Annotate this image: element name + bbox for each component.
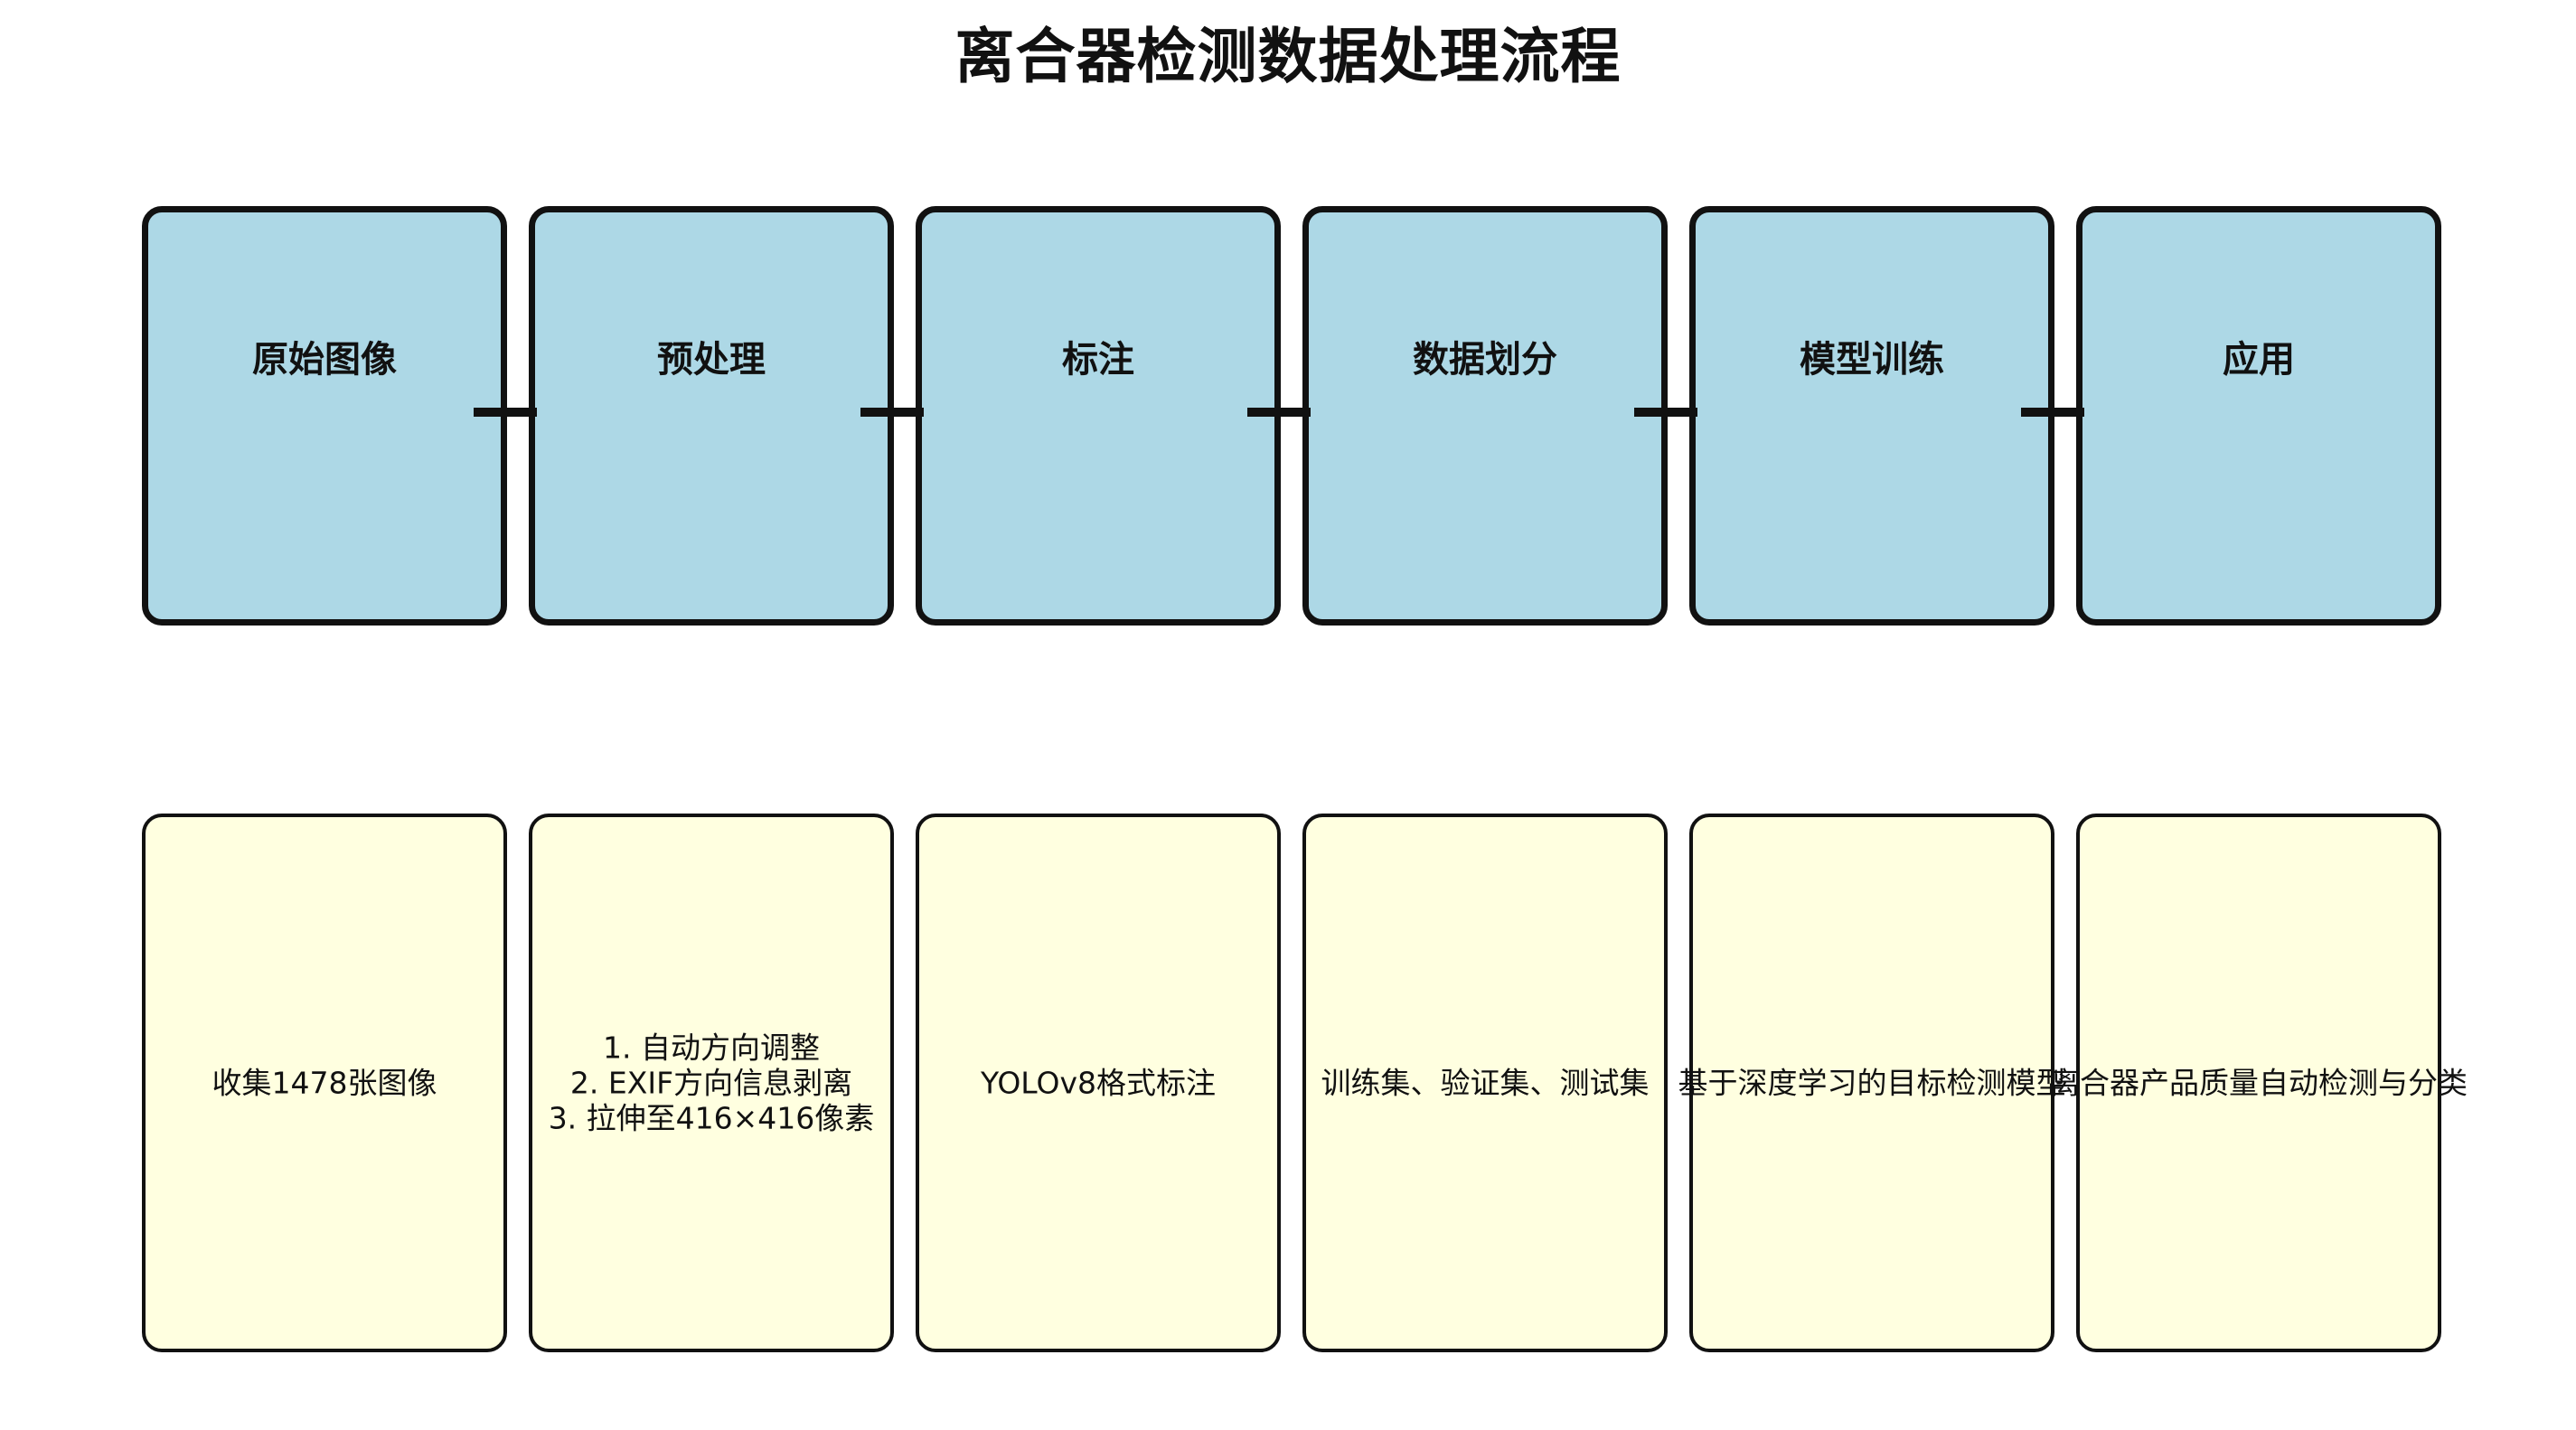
step-box-application: 应用	[2076, 206, 2441, 626]
step-box-preprocessing: 预处理	[529, 206, 894, 626]
detail-box-data-split: 训练集、验证集、测试集	[1302, 814, 1668, 1352]
connector-line-3	[1247, 408, 1311, 417]
detail-box-preprocessing: 1. 自动方向调整 2. EXIF方向信息剥离 3. 拉伸至416×416像素	[529, 814, 894, 1352]
connector-line-1	[474, 408, 537, 417]
connector-line-5	[2021, 408, 2084, 417]
step-label: 标注	[1062, 339, 1134, 381]
detail-text: 训练集、验证集、测试集	[1321, 1065, 1650, 1101]
step-box-model-training: 模型训练	[1689, 206, 2054, 626]
detail-box-original-images: 收集1478张图像	[142, 814, 507, 1352]
step-label: 数据划分	[1413, 339, 1557, 381]
connector-line-2	[860, 408, 924, 417]
diagram-title: 离合器检测数据处理流程	[954, 22, 1622, 91]
connector-line-4	[1634, 408, 1697, 417]
detail-box-annotation: YOLOv8格式标注	[916, 814, 1281, 1352]
step-label: 预处理	[657, 339, 766, 381]
detail-text: YOLOv8格式标注	[980, 1065, 1217, 1101]
step-box-original-images: 原始图像	[142, 206, 507, 626]
step-box-annotation: 标注	[916, 206, 1281, 626]
detail-text: 收集1478张图像	[212, 1065, 437, 1101]
step-label: 应用	[2223, 339, 2295, 381]
step-label: 原始图像	[252, 339, 397, 381]
detail-text: 离合器产品质量自动检测与分类	[2050, 1065, 2468, 1101]
detail-box-model-training: 基于深度学习的目标检测模型	[1678, 814, 2066, 1352]
detail-box-application: 离合器产品质量自动检测与分类	[2050, 814, 2468, 1352]
step-box-data-split: 数据划分	[1302, 206, 1668, 626]
step-label: 模型训练	[1800, 339, 1944, 381]
detail-text: 1. 自动方向调整 2. EXIF方向信息剥离 3. 拉伸至416×416像素	[548, 1030, 875, 1136]
detail-text: 基于深度学习的目标检测模型	[1678, 1065, 2066, 1101]
